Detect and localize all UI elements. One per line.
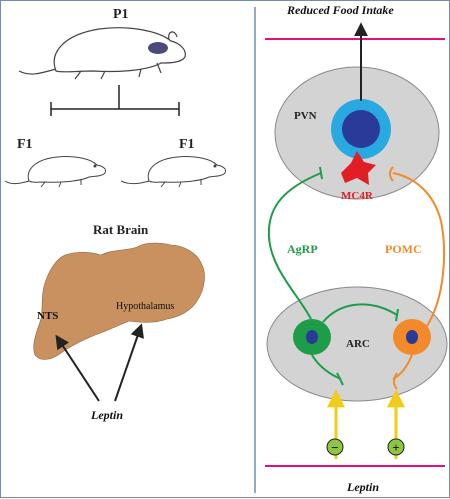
mc4r-receptor-icon bbox=[341, 151, 376, 185]
pomc-label: POMC bbox=[385, 242, 422, 256]
pomc-neuron-nucleus bbox=[406, 330, 418, 344]
agrp-to-pomc-projection bbox=[322, 303, 398, 323]
leptin-to-nts-arrow bbox=[55, 334, 100, 402]
pvn-cell-nucleus bbox=[342, 110, 380, 148]
pomc-local-terminal bbox=[393, 372, 398, 390]
rat-brain-shape bbox=[33, 242, 205, 360]
mc4r-label: MC4R bbox=[341, 190, 374, 202]
minus-sign-text: − bbox=[331, 440, 338, 455]
plus-sign-badge bbox=[387, 438, 405, 456]
agrp-projection-to-mc4r bbox=[267, 172, 322, 320]
leptin-to-hypothalamus-arrow bbox=[114, 323, 144, 402]
agrp-neuron-nucleus bbox=[306, 330, 318, 344]
f1-right-mouse-icon bbox=[120, 156, 226, 188]
pomc-synapse-terminal bbox=[389, 166, 394, 182]
p1-label: P1 bbox=[113, 7, 129, 22]
agrp-to-pomc-terminal bbox=[395, 308, 399, 322]
f1-left-label: F1 bbox=[17, 137, 33, 152]
agrp-local-terminal bbox=[336, 372, 344, 386]
arc-label: ARC bbox=[346, 338, 370, 350]
nts-label: NTS bbox=[37, 310, 58, 322]
plus-sign-text: + bbox=[392, 440, 399, 455]
f1-left-mouse-icon bbox=[4, 156, 106, 188]
rat-brain-title: Rat Brain bbox=[93, 222, 149, 237]
breeding-tree-lines bbox=[50, 85, 180, 116]
agrp-synapse-terminal bbox=[319, 166, 323, 180]
leptin-right-label: Leptin bbox=[346, 480, 379, 494]
f1-right-label: F1 bbox=[179, 137, 195, 152]
hypothalamus-label: Hypothalamus bbox=[116, 301, 174, 312]
agrp-label: AgRP bbox=[287, 242, 318, 256]
leptin-left-label: Leptin bbox=[90, 408, 123, 422]
pvn-label: PVN bbox=[294, 110, 317, 122]
rat-eye-icon bbox=[148, 42, 168, 54]
reduced-food-intake-label: Reduced Food Intake bbox=[286, 3, 394, 17]
minus-sign-badge bbox=[326, 438, 344, 456]
p1-rat-icon bbox=[18, 27, 186, 80]
pomc-projection-to-mc4r bbox=[392, 172, 445, 327]
